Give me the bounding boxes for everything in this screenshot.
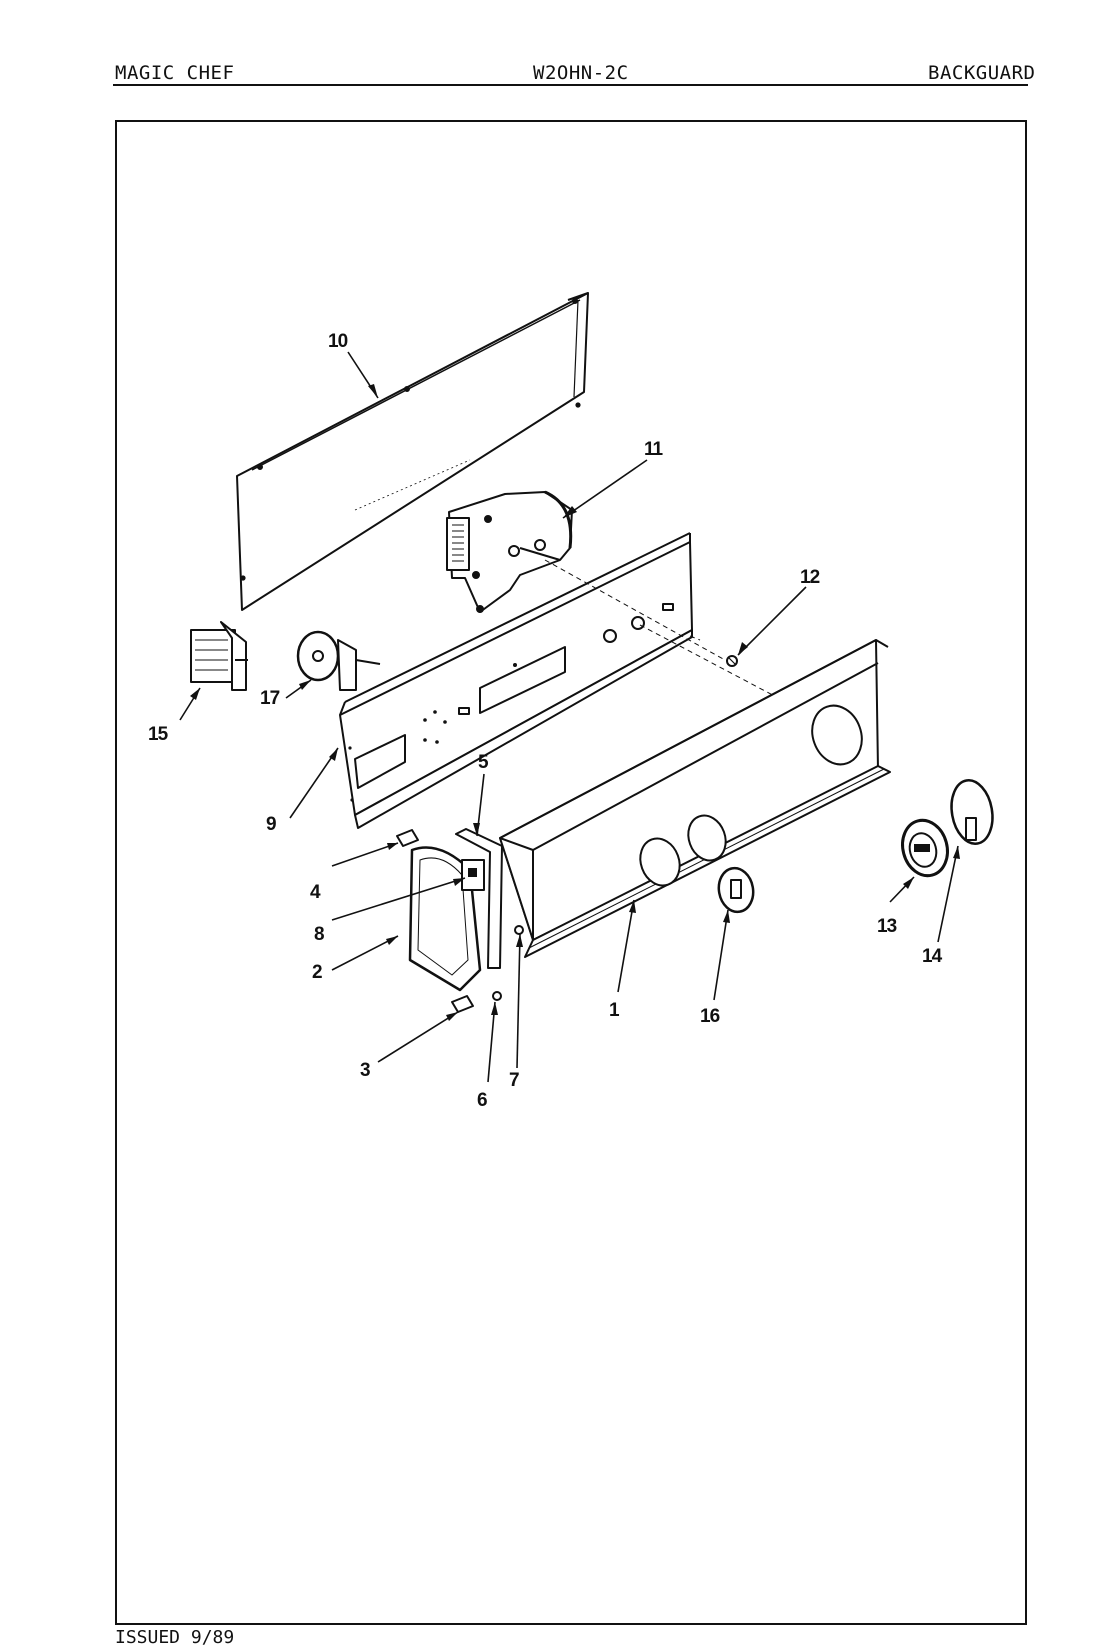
callout-12: 12: [800, 567, 820, 588]
callout-9: 9: [266, 814, 276, 835]
part-6-screw: [492, 991, 502, 1001]
brand-label: MAGIC CHEF: [115, 62, 235, 84]
part-11-timer: [446, 490, 573, 613]
part-1-backguard: [499, 639, 891, 958]
part-13-knob-skirt: [901, 818, 949, 878]
callout-11: 11: [644, 439, 664, 460]
callout-1: 1: [609, 1000, 620, 1021]
part-7-screw: [514, 925, 524, 935]
callout-4: 4: [310, 882, 321, 903]
exploded-parts-diagram: 10 11 12 15 17 9 5 4 8 2 3 6 7 1 16 13 1…: [148, 292, 994, 1111]
callout-labels: 10 11 12 15 17 9 5 4 8 2 3 6 7 1 16 13 1…: [148, 331, 944, 1111]
header-rule: [113, 84, 1028, 86]
part-10-rear-cover: [236, 292, 589, 611]
callout-17: 17: [260, 688, 280, 709]
callout-3: 3: [360, 1060, 370, 1081]
callout-16: 16: [700, 1006, 720, 1027]
part-8-bracket: [461, 859, 485, 891]
part-16-knob: [717, 866, 755, 914]
part-4-clip: [396, 829, 419, 847]
part-15-switch: [190, 621, 248, 691]
part-5-trim: [455, 828, 503, 969]
callout-10: 10: [328, 331, 348, 352]
section-title: BACKGUARD: [928, 62, 1036, 84]
callout-6: 6: [477, 1090, 487, 1111]
callout-15: 15: [148, 724, 169, 745]
callout-13: 13: [877, 916, 897, 937]
model-number: W2OHN-2C: [533, 62, 629, 84]
callout-2: 2: [312, 962, 322, 983]
callout-8: 8: [314, 924, 324, 945]
assembly-lines: [544, 559, 821, 721]
part-14-knob: [950, 779, 994, 845]
issued-date: ISSUED 9/89: [115, 1627, 235, 1648]
part-17-switch: [296, 630, 381, 691]
part-3-clip: [451, 995, 474, 1013]
callout-7: 7: [509, 1070, 519, 1091]
callout-14: 14: [922, 946, 943, 967]
part-12-screw: [726, 655, 738, 667]
leader-arrowheads: [190, 384, 960, 1021]
part-9-control-panel: [339, 532, 693, 829]
callout-5: 5: [478, 752, 489, 773]
